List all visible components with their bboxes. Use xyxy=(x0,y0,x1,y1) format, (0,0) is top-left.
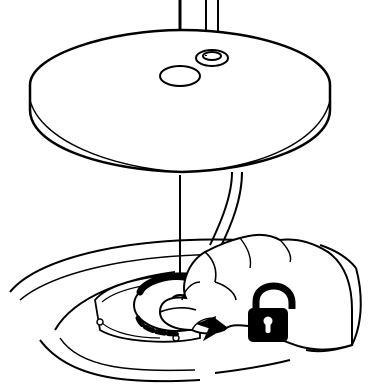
cord-grommet xyxy=(196,50,228,66)
lamp-shade xyxy=(30,30,330,172)
power-cord-lower xyxy=(210,172,242,248)
shade-wire-hole xyxy=(160,66,200,86)
